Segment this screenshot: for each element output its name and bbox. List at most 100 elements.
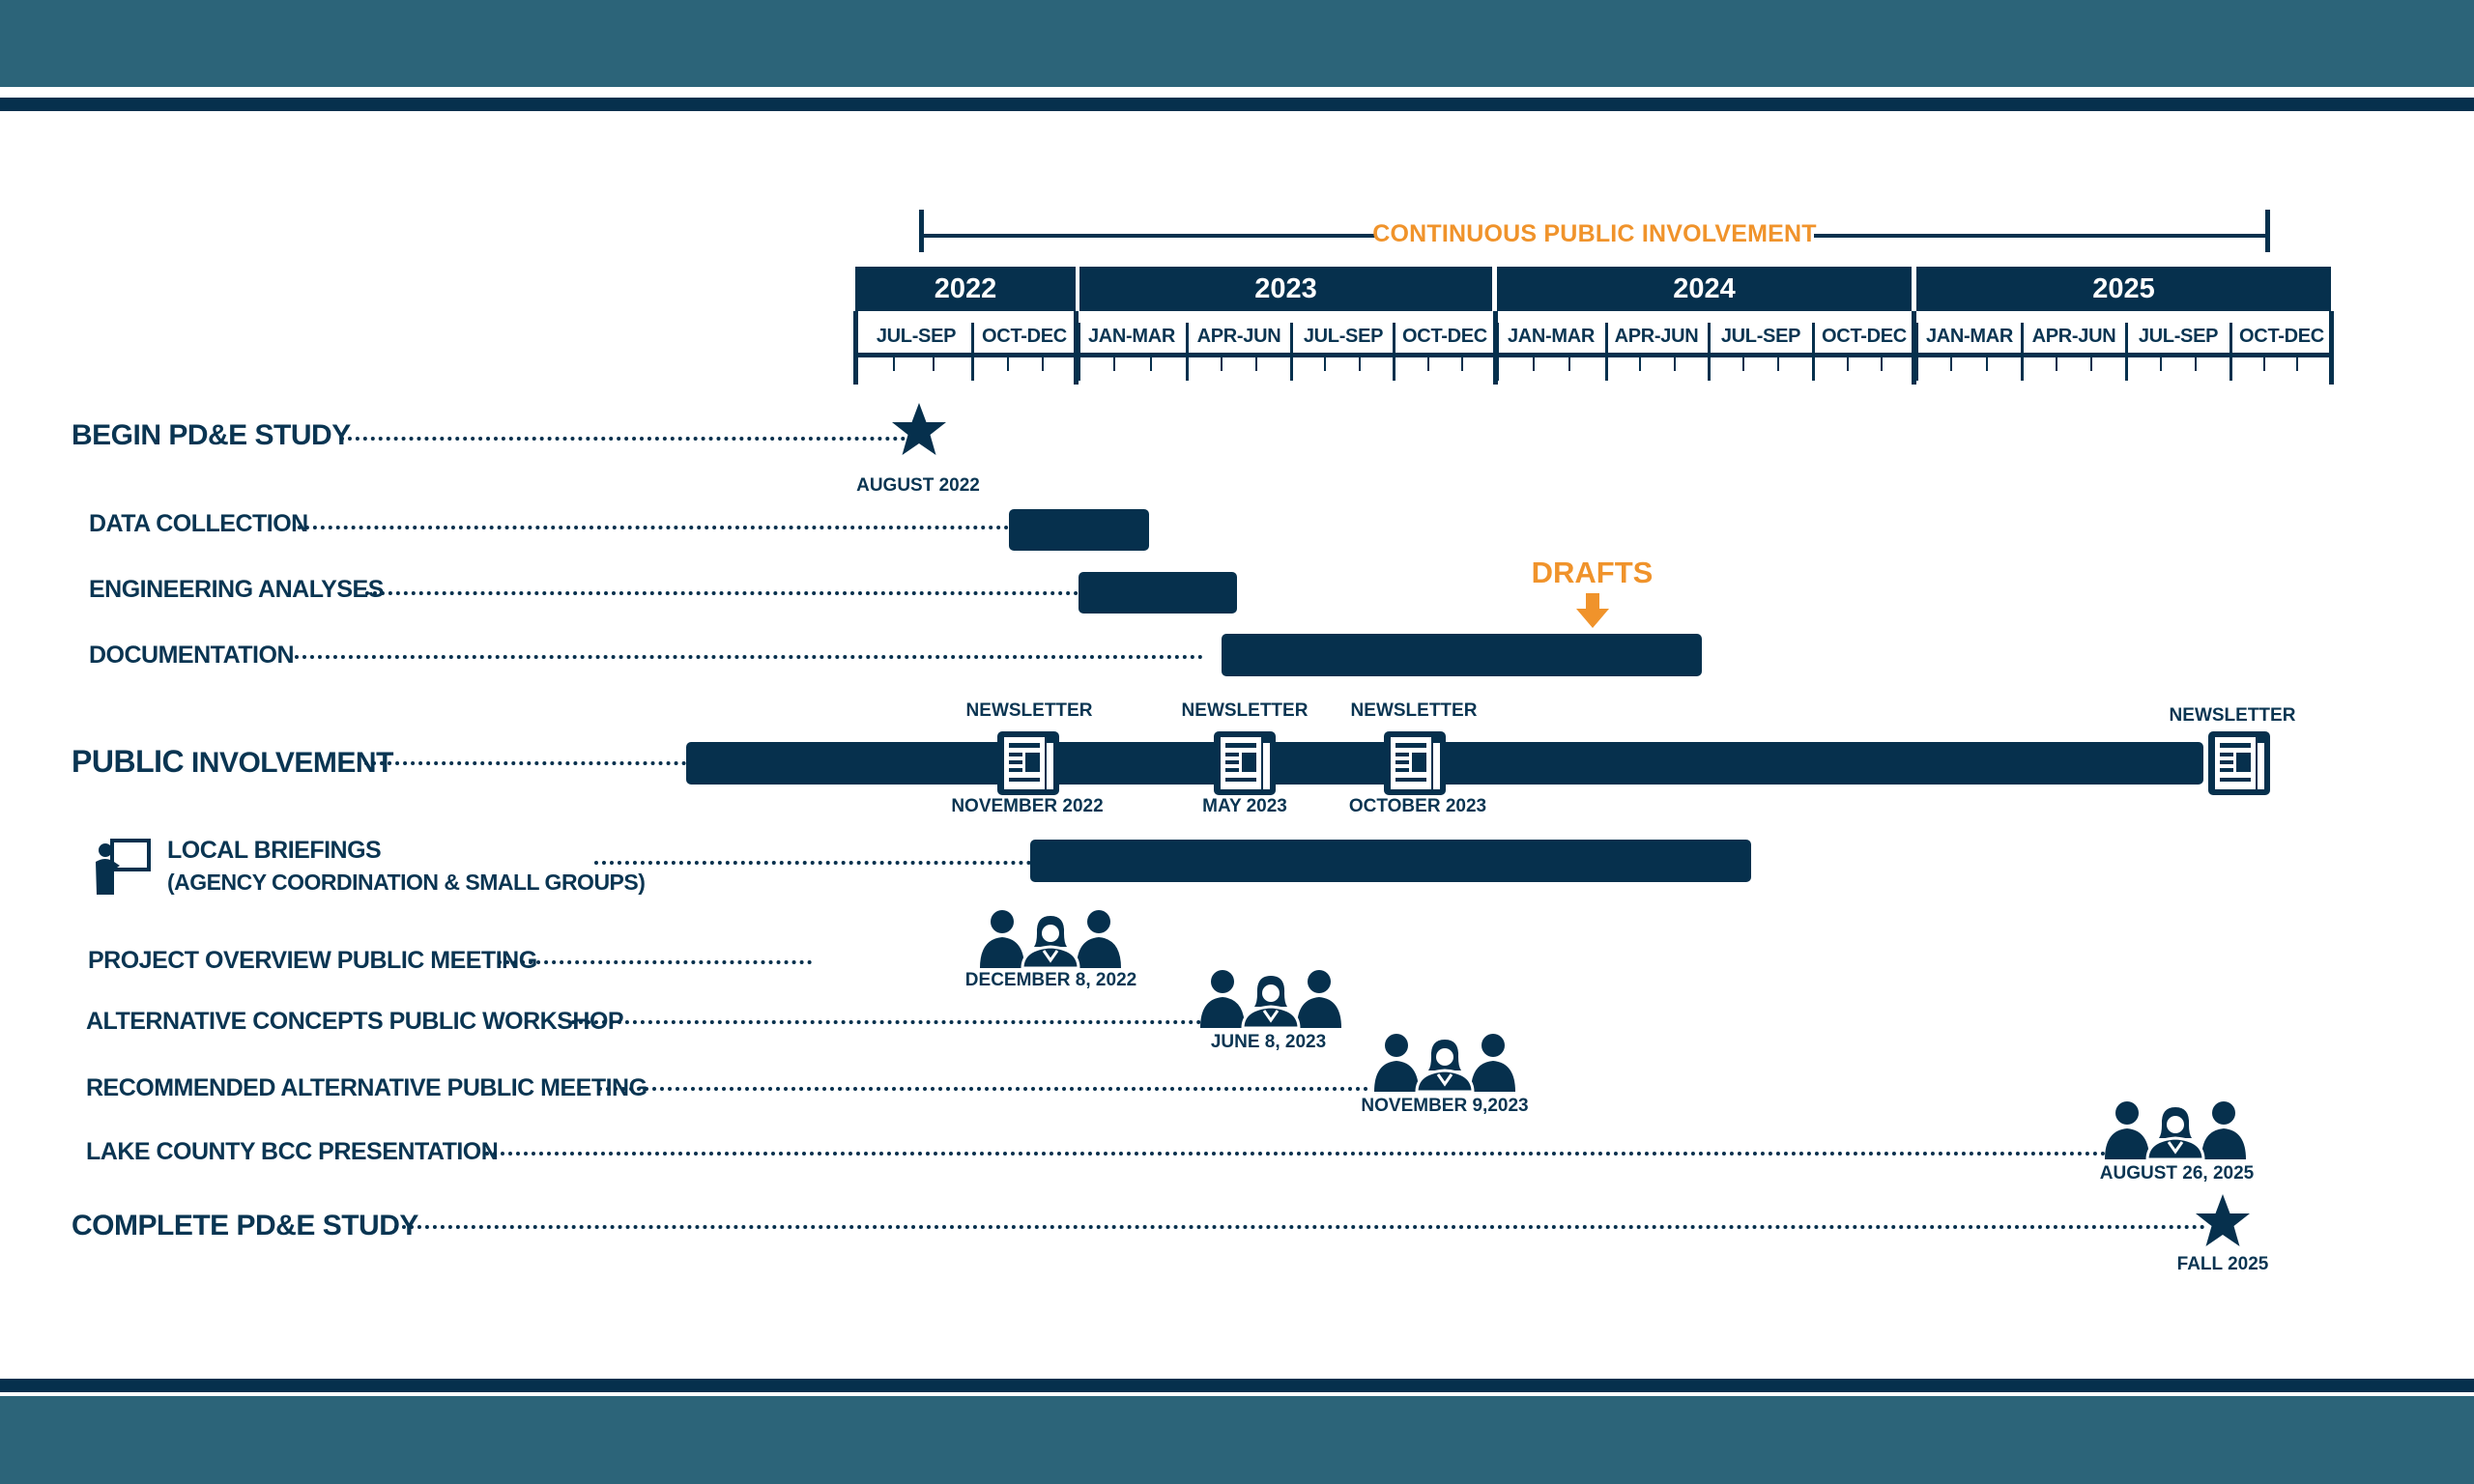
cpi-left-line: [919, 234, 1375, 238]
task-bar-local-briefings: [1030, 840, 1751, 882]
axis-tick: [2296, 357, 2298, 371]
star-icon: [892, 403, 946, 455]
axis-tick: [1255, 357, 1257, 371]
meeting-people-icon: [978, 908, 1123, 973]
dotted-leader: [598, 1087, 1368, 1091]
axis-tick: [933, 357, 935, 371]
dotted-leader: [340, 437, 906, 441]
axis-tick: [1847, 357, 1849, 371]
newsletter-label: NEWSLETTER: [1181, 700, 1309, 721]
axis-tick: [1950, 357, 1952, 371]
axis-tick: [2021, 323, 2024, 381]
axis-tick: [1150, 357, 1152, 371]
row-label-recommended-alternative-meeting: RECOMMENDED ALTERNATIVE PUBLIC MEETING: [86, 1074, 647, 1101]
meeting-people-icon: [1198, 968, 1343, 1033]
axis-tick: [1324, 357, 1326, 371]
row-label-documentation: DOCUMENTATION: [89, 642, 295, 669]
axis-tick: [1113, 357, 1115, 371]
cpi-left-cap: [919, 210, 924, 252]
year-header-2024: 2024: [1497, 267, 1912, 311]
axis-tick: [1393, 323, 1395, 381]
newsletter-icon: [1212, 729, 1278, 802]
year-header-2023: 2023: [1079, 267, 1492, 311]
quarter-label: JUL-SEP: [1720, 325, 1801, 347]
axis-tick: [1186, 323, 1189, 381]
row-label-engineering-analyses: ENGINEERING ANALYSES: [89, 576, 384, 603]
newsletter-icon: [2206, 729, 2272, 802]
newsletter-icon: [995, 729, 1061, 802]
axis-tick: [2229, 323, 2232, 381]
dotted-leader: [594, 861, 1031, 865]
star-icon: [2196, 1194, 2250, 1246]
axis-tick: [1986, 357, 1988, 371]
axis-tick: [2090, 357, 2092, 371]
meeting-date-workshop: JUNE 8, 2023: [1210, 1032, 1327, 1052]
year-header-2025: 2025: [1916, 267, 2331, 311]
axis-tick: [1461, 357, 1463, 371]
quarter-label: JUL-SEP: [876, 325, 957, 347]
row-label-data-collection: DATA COLLECTION: [89, 510, 308, 537]
dotted-leader: [571, 1020, 1201, 1024]
task-bar-documentation: [1222, 634, 1702, 676]
header-rule: [0, 98, 2474, 111]
axis-tick: [1912, 311, 1916, 385]
axis-tick: [1568, 357, 1570, 371]
task-bar-data-collection: [1009, 509, 1149, 551]
quarter-label: OCT-DEC: [1822, 325, 1907, 347]
presenter-icon: [96, 839, 151, 895]
newsletter-date: MAY 2023: [1202, 796, 1287, 816]
public-involvement-word-1: PUBLIC: [72, 744, 185, 779]
header-band: [0, 0, 2474, 87]
axis-tick: [1881, 357, 1883, 371]
axis-tick: [2263, 357, 2265, 371]
milestone-date-complete: FALL 2025: [2176, 1254, 2269, 1274]
quarter-label: JUL-SEP: [1303, 325, 1384, 347]
quarter-label: JAN-MAR: [1925, 325, 2014, 347]
axis-tick: [1427, 357, 1429, 371]
axis-tick: [1742, 357, 1744, 371]
row-label-local-briefings-subtitle: (AGENCY COORDINATION & SMALL GROUPS): [167, 870, 646, 895]
axis-tick: [1221, 357, 1223, 371]
axis-tick: [1493, 311, 1498, 385]
dotted-leader: [498, 960, 812, 964]
quarter-label: JUL-SEP: [2138, 325, 2219, 347]
axis-tick: [1639, 357, 1641, 371]
row-label-local-briefings: LOCAL BRIEFINGS: [167, 837, 382, 864]
row-label-begin-study: BEGIN PD&E STUDY: [72, 419, 351, 451]
task-bar-engineering-analyses: [1079, 572, 1237, 614]
row-label-project-overview-meeting: PROJECT OVERVIEW PUBLIC MEETING: [88, 947, 537, 974]
meeting-date-overview: DECEMBER 8, 2022: [964, 970, 1137, 990]
continuous-public-involvement-label: CONTINUOUS PUBLIC INVOLVEMENT: [1372, 220, 1817, 247]
newsletter-label: NEWSLETTER: [2169, 705, 2296, 726]
quarter-label: OCT-DEC: [2239, 325, 2324, 347]
footer-rule: [0, 1379, 2474, 1392]
axis-tick: [2056, 357, 2057, 371]
meeting-people-icon: [2103, 1099, 2248, 1164]
axis-tick: [2125, 323, 2128, 381]
quarter-label: JAN-MAR: [1507, 325, 1596, 347]
quarter-label: JAN-MAR: [1087, 325, 1176, 347]
axis-tick: [1359, 357, 1361, 371]
quarter-label: APR-JUN: [1196, 325, 1281, 347]
cpi-right-cap: [2265, 210, 2270, 252]
meeting-date-bcc: AUGUST 26, 2025: [2099, 1163, 2255, 1184]
newsletter-label: NEWSLETTER: [965, 700, 1093, 721]
year-header-2022: 2022: [855, 267, 1076, 311]
axis-tick: [1812, 323, 1815, 381]
axis-tick: [1533, 357, 1535, 371]
axis-tick: [2329, 311, 2334, 385]
axis-tick: [971, 323, 974, 381]
axis-tick: [1496, 323, 1499, 381]
axis-tick: [1605, 323, 1608, 381]
meeting-date-recommended: NOVEMBER 9,2023: [1361, 1096, 1529, 1116]
axis-tick: [1915, 323, 1918, 381]
axis-tick: [1290, 323, 1293, 381]
row-label-alternative-concepts-workshop: ALTERNATIVE CONCEPTS PUBLIC WORKSHOP: [86, 1008, 624, 1035]
milestone-date-begin: AUGUST 2022: [856, 475, 980, 496]
row-label-bcc-presentation: LAKE COUNTY BCC PRESENTATION: [86, 1138, 499, 1165]
cpi-right-line: [1814, 234, 2270, 238]
public-involvement-word-2: INVOLVEMENT: [190, 747, 393, 779]
footer-band: [0, 1396, 2474, 1484]
axis-tick: [1777, 357, 1779, 371]
row-label-complete-study: COMPLETE PD&E STUDY: [72, 1210, 418, 1241]
